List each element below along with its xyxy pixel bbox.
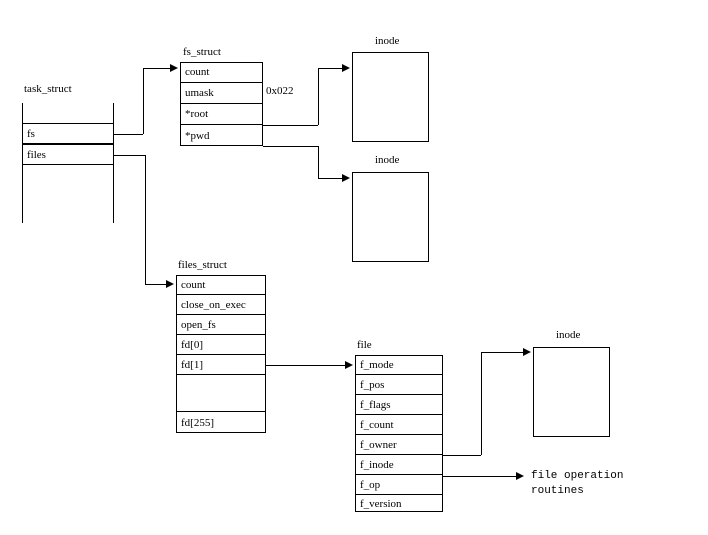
fs-struct-field-umask-label: umask <box>185 87 214 99</box>
inode-3-title: inode <box>556 329 581 341</box>
file-struct-title: file <box>357 339 372 351</box>
file-struct-field-f-flags[interactable]: f_flags <box>355 395 443 415</box>
file-operation-routines-line2: routines <box>531 485 584 497</box>
file-struct-field-f-mode-label: f_mode <box>360 358 394 371</box>
file-struct-field-f-op[interactable]: f_op <box>355 475 443 495</box>
file-struct-field-f-version-label: f_version <box>360 497 402 510</box>
connector-root-segment-h1 <box>263 125 318 126</box>
fs-struct-field-pwd[interactable]: *pwd <box>180 125 263 146</box>
files-struct-field-count-label: count <box>181 278 206 291</box>
file-struct-field-f-op-label: f_op <box>360 478 381 491</box>
file-struct-box <box>355 355 443 512</box>
connector-files-segment-v <box>145 155 146 284</box>
files-struct-field-gap[interactable] <box>176 375 266 412</box>
file-struct-field-f-pos[interactable]: f_pos <box>355 375 443 395</box>
fs-struct-title: fs_struct <box>183 46 221 58</box>
file-struct-field-f-version[interactable]: f_version <box>355 495 443 512</box>
arrow-pwd-to-inode-icon <box>342 174 350 182</box>
connector-finode-segment-h2 <box>481 352 525 353</box>
fs-struct-field-pwd-label: *pwd <box>185 129 210 142</box>
connector-finode-segment-h1 <box>443 455 481 456</box>
inode-3-box <box>533 347 610 437</box>
file-struct-field-f-inode[interactable]: f_inode <box>355 455 443 475</box>
arrow-root-to-inode-icon <box>342 64 350 72</box>
connector-root-segment-h2 <box>318 68 344 69</box>
connector-files-segment-h1 <box>114 155 145 156</box>
arrow-fd1-to-file-icon <box>345 361 353 369</box>
arrow-fop-to-routines-icon <box>516 472 524 480</box>
files-struct-field-close-on-exec-label: close_on_exec <box>181 298 246 311</box>
file-struct-field-f-mode[interactable]: f_mode <box>355 355 443 375</box>
fs-struct-field-count[interactable]: count <box>180 62 263 83</box>
files-struct-title: files_struct <box>178 259 227 271</box>
inode-1-title: inode <box>375 35 400 47</box>
files-struct-field-fd0[interactable]: fd[0] <box>176 335 266 355</box>
connector-pwd-segment-h1 <box>263 146 318 147</box>
files-struct-field-fd1-label: fd[1] <box>181 358 203 371</box>
task-struct-field-fs-label: fs <box>27 127 35 140</box>
file-struct-field-f-count[interactable]: f_count <box>355 415 443 435</box>
connector-fs-segment-v <box>143 68 144 134</box>
inode-2-title: inode <box>375 154 400 166</box>
task-struct-title: task_struct <box>24 83 72 95</box>
files-struct-field-open-fs[interactable]: open_fs <box>176 315 266 335</box>
file-struct-field-f-pos-label: f_pos <box>360 378 385 391</box>
files-struct-field-count[interactable]: count <box>176 275 266 295</box>
files-struct-field-fd1[interactable]: fd[1] <box>176 355 266 375</box>
fs-struct-field-umask[interactable]: umask <box>180 83 263 104</box>
connector-files-segment-h2 <box>145 284 168 285</box>
arrow-finode-to-inode-icon <box>523 348 531 356</box>
inode-2-box <box>352 172 429 262</box>
files-struct-field-fd0-label: fd[0] <box>181 338 203 351</box>
connector-fs-segment-h1 <box>114 134 143 135</box>
files-struct-field-fd255[interactable]: fd[255] <box>176 412 266 433</box>
file-struct-field-f-owner[interactable]: f_owner <box>355 435 443 455</box>
connector-fop-segment-h <box>443 476 519 477</box>
connector-fd1-segment-h <box>266 365 347 366</box>
arrow-fs-to-fs-struct-icon <box>170 64 178 72</box>
file-operation-routines-label: file operation routines <box>531 469 623 499</box>
files-struct-field-fd255-label: fd[255] <box>181 416 214 429</box>
files-struct-field-close-on-exec[interactable]: close_on_exec <box>176 295 266 315</box>
task-struct-field-files[interactable]: files <box>22 144 114 165</box>
files-struct-field-open-fs-label: open_fs <box>181 318 216 331</box>
file-struct-field-f-count-label: f_count <box>360 418 394 431</box>
connector-root-segment-v <box>318 68 319 125</box>
fs-struct-field-count-label: count <box>185 66 210 78</box>
file-struct-field-f-flags-label: f_flags <box>360 398 391 411</box>
task-struct-field-files-label: files <box>27 148 46 161</box>
file-operation-routines-line1: file operation <box>531 470 624 482</box>
umask-value-label: 0x022 <box>266 85 294 97</box>
fs-struct-box <box>180 62 263 146</box>
connector-pwd-segment-h2 <box>318 178 344 179</box>
connector-finode-segment-v <box>481 352 482 455</box>
arrow-files-to-files-struct-icon <box>166 280 174 288</box>
fs-struct-field-root[interactable]: *root <box>180 104 263 125</box>
file-struct-field-f-owner-label: f_owner <box>360 438 397 451</box>
connector-pwd-segment-v <box>318 146 319 178</box>
fs-struct-field-root-label: *root <box>185 108 209 120</box>
connector-fs-segment-h2 <box>143 68 172 69</box>
task-struct-box <box>22 103 114 223</box>
file-struct-field-f-inode-label: f_inode <box>360 458 394 471</box>
inode-1-box <box>352 52 429 142</box>
task-struct-field-fs[interactable]: fs <box>22 123 114 144</box>
